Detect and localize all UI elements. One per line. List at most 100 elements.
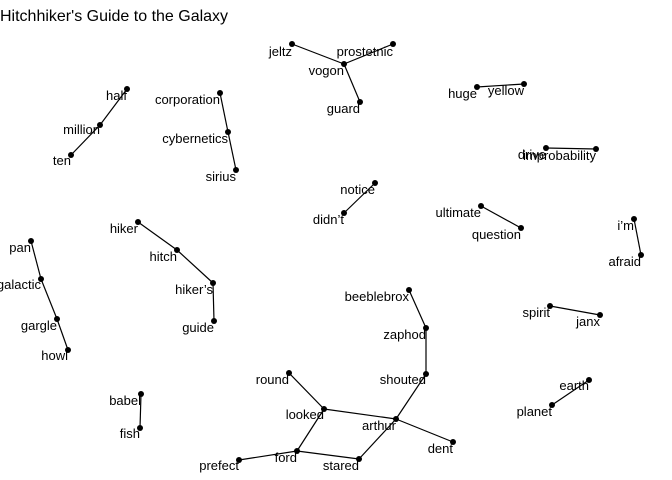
- label-fish: fish: [120, 426, 140, 441]
- label-notice: notice: [340, 182, 375, 197]
- label-zaphod: zaphod: [383, 327, 426, 342]
- diagram-title: Hitchhiker's Guide to the Galaxy: [0, 8, 228, 25]
- label-sirius: sirius: [206, 169, 237, 184]
- edge-drive-improbability: [545, 147, 597, 150]
- label-hikers: hiker’s: [175, 282, 213, 297]
- node-earth: [586, 377, 592, 383]
- label-babel: babel: [109, 393, 141, 408]
- label-prostetnic: prostetnic: [337, 44, 394, 59]
- node-layer: [28, 41, 644, 463]
- node-galactic: [38, 276, 44, 282]
- edge-arthur-stared: [358, 418, 397, 460]
- node-sirius: [233, 167, 239, 173]
- label-vogon: vogon: [309, 63, 344, 78]
- node-question: [518, 225, 524, 231]
- edge-beeblebrox-zaphod: [408, 289, 427, 329]
- label-dent: dent: [428, 441, 454, 456]
- edge-hikers-guide: [212, 282, 215, 322]
- label-gargle: gargle: [21, 318, 57, 333]
- node-drive: [543, 145, 549, 151]
- label-jeltz: jeltz: [268, 44, 292, 59]
- label-ford: ford: [275, 450, 297, 465]
- label-round: round: [256, 372, 289, 387]
- label-howl: howl: [41, 348, 68, 363]
- label-yellow: yellow: [488, 83, 525, 98]
- edge-huge-yellow: [476, 83, 525, 88]
- edge-million-ten: [70, 124, 101, 156]
- node-fish: [137, 425, 143, 431]
- node-huge: [474, 84, 480, 90]
- edge-hiker-hitch: [137, 221, 178, 251]
- label-planet: planet: [517, 404, 553, 419]
- label-pan: pan: [9, 240, 31, 255]
- label-galactic: galactic: [0, 277, 42, 292]
- node-notice: [372, 180, 378, 186]
- node-ultimate: [478, 203, 484, 209]
- edge-prefect-ford: [238, 450, 298, 461]
- node-prefect: [236, 457, 242, 463]
- label-didnt: didn’t: [313, 212, 344, 227]
- node-half: [124, 86, 130, 92]
- label-drive: drive: [518, 147, 546, 162]
- label-huge: huge: [448, 86, 477, 101]
- label-hitch: hitch: [150, 249, 177, 264]
- node-round: [286, 370, 292, 376]
- node-ford: [294, 448, 300, 454]
- edge-gargle-howl: [56, 318, 69, 351]
- edge-cybernetics-sirius: [227, 131, 237, 171]
- edge-arthur-dent: [395, 418, 454, 443]
- label-half: half: [106, 88, 127, 103]
- node-prostetnic: [390, 41, 396, 47]
- node-spirit: [547, 303, 553, 309]
- edge-babel-fish: [139, 393, 142, 429]
- label-beeblebrox: beeblebrox: [345, 289, 410, 304]
- node-yellow: [521, 81, 527, 87]
- edge-ultimate-question: [480, 205, 522, 229]
- node-zaphod: [423, 325, 429, 331]
- node-improbability: [593, 146, 599, 152]
- label-ultimate: ultimate: [435, 205, 481, 220]
- node-million: [97, 122, 103, 128]
- node-arthur: [393, 416, 399, 422]
- label-arthur: arthur: [362, 418, 397, 433]
- node-hitch: [174, 247, 180, 253]
- edge-vogon-guard: [343, 63, 361, 103]
- label-million: million: [63, 122, 100, 137]
- node-hiker: [135, 219, 141, 225]
- node-jeltz: [289, 41, 295, 47]
- label-improbability: improbability: [523, 148, 596, 163]
- label-cybernetics: cybernetics: [162, 131, 228, 146]
- node-planet: [549, 402, 555, 408]
- edge-prostetnic-vogon: [343, 43, 394, 65]
- node-hikers: [210, 280, 216, 286]
- label-stared: stared: [323, 458, 359, 473]
- edge-galactic-gargle: [40, 278, 58, 320]
- edge-looked-ford: [296, 408, 325, 452]
- edge-corporation-cybernetics: [219, 92, 229, 133]
- node-janx: [597, 312, 603, 318]
- edge-half-million: [99, 88, 128, 126]
- node-guide: [211, 318, 217, 324]
- edge-round-looked: [288, 372, 325, 410]
- edge-notice-didnt: [343, 182, 376, 214]
- node-im: [631, 216, 637, 222]
- edge-jeltz-vogon: [291, 43, 345, 65]
- node-dent: [450, 439, 456, 445]
- node-pan: [28, 238, 34, 244]
- edge-looked-arthur: [323, 408, 397, 420]
- node-looked: [321, 406, 327, 412]
- node-corporation: [217, 90, 223, 96]
- node-beeblebrox: [406, 287, 412, 293]
- label-guard: guard: [327, 101, 360, 116]
- node-vogon: [341, 61, 347, 67]
- node-afraid: [638, 252, 644, 258]
- label-corporation: corporation: [155, 92, 220, 107]
- node-shouted: [423, 371, 429, 377]
- node-guard: [357, 99, 363, 105]
- label-spirit: spirit: [523, 305, 551, 320]
- edge-hitch-hikers: [176, 249, 214, 284]
- node-didnt: [341, 210, 347, 216]
- label-janx: janx: [575, 314, 600, 329]
